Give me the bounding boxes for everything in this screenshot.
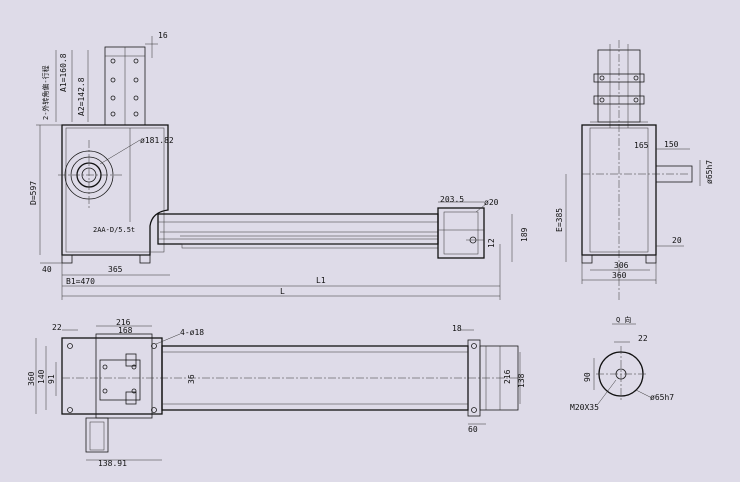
dim-12: 12 (487, 238, 496, 248)
dim-a1: A1=160.8 (59, 53, 68, 92)
dim-wheel-dia: ø181.82 (140, 136, 174, 145)
dim-16: 16 (158, 31, 168, 40)
dim-360-top: 360 (27, 371, 36, 386)
dim-60: 60 (468, 425, 478, 434)
dim-q90: 90 (583, 372, 592, 382)
dim-189: 189 (520, 227, 529, 242)
dim-203: 203.5 (440, 195, 464, 204)
dim-d597: D=597 (29, 181, 38, 205)
dim-a2: A2=142.8 (77, 77, 86, 116)
note-stroke: 2-外转角偏-行程 (41, 65, 50, 120)
dim-dia20: ø20 (484, 198, 499, 207)
dim-l1: L1 (316, 276, 326, 285)
front-view: 16 2-外转角偏-行程 A1=160.8 A2=142.8 ø181.82 2… (29, 31, 529, 300)
dim-thread: M20X35 (570, 403, 599, 412)
dim-91: 91 (47, 374, 56, 384)
dim-360: 360 (612, 271, 627, 280)
dim-shaft: ø65h7 (705, 160, 714, 184)
dim-e385: E=385 (555, 208, 564, 232)
dim-22: 22 (52, 323, 62, 332)
dim-165: 165 (634, 141, 649, 150)
detail-q-view: Q 向 22 90 M20X35 ø65h7 (570, 315, 674, 412)
dim-l: L (280, 287, 285, 296)
dim-holes: 4-ø18 (180, 328, 204, 337)
dim-306: 306 (614, 261, 629, 270)
dim-365: 365 (108, 265, 123, 274)
motor-label: 2AA-D/5.5t (93, 226, 135, 234)
dim-18: 18 (452, 324, 462, 333)
dim-20: 20 (672, 236, 682, 245)
dim-40: 40 (42, 265, 52, 274)
dim-q-shaft: ø65h7 (650, 393, 674, 402)
top-view: 138.91 22 216 168 4-ø18 360 140 91 36 18… (27, 318, 526, 468)
dim-140: 140 (37, 369, 46, 384)
side-view: 165 150 ø65h7 E=385 20 306 360 (555, 40, 714, 300)
dim-150: 150 (664, 140, 679, 149)
dim-36: 36 (187, 374, 196, 384)
dim-216: 216 (116, 318, 131, 327)
dim-168: 168 (118, 326, 133, 335)
detail-label: Q 向 (616, 315, 631, 324)
dim-b1: B1=470 (66, 277, 95, 286)
dim-138-91: 138.91 (98, 459, 127, 468)
dim-216b: 216 (503, 369, 512, 384)
dim-138: 138 (517, 373, 526, 388)
dim-q22: 22 (638, 334, 648, 343)
